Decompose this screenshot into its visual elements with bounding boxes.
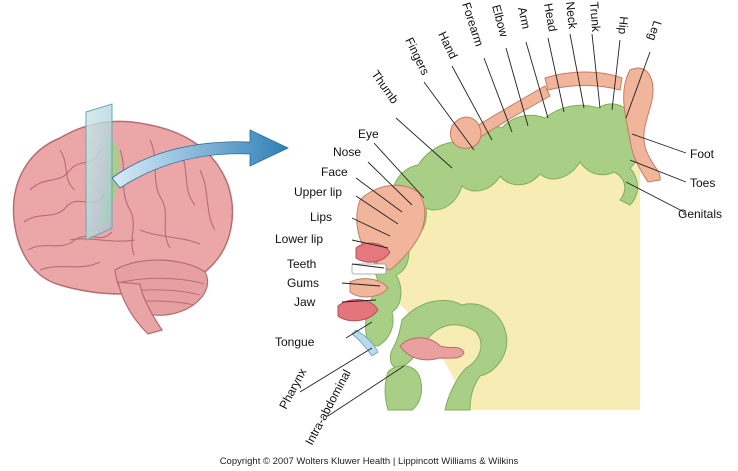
label-neck: Neck (563, 1, 580, 31)
label-foot: Foot (690, 147, 715, 161)
label-intra-abdominal: Intra-abdominal (302, 367, 354, 447)
label-lower-lip: Lower lip (275, 232, 323, 246)
label-genitals: Genitals (678, 207, 722, 221)
label-trunk: Trunk (587, 1, 603, 33)
label-thumb: Thumb (369, 68, 402, 107)
label-arm: Arm (515, 6, 533, 30)
label-hand: Hand (435, 29, 460, 61)
label-gums: Gums (287, 276, 319, 290)
label-hip: Hip (615, 16, 631, 35)
label-tongue: Tongue (275, 335, 315, 349)
top-labels: Thumb Fingers Hand Forearm Elbow Arm Hea… (369, 1, 665, 107)
right-labels: Foot Toes Genitals (678, 147, 722, 221)
label-face: Face (321, 165, 348, 179)
leader-lines (299, 33, 687, 417)
homunculus-figure (337, 67, 661, 361)
label-pharynx: Pharynx (276, 366, 309, 411)
label-eye: Eye (358, 127, 379, 141)
label-forearm: Forearm (459, 1, 486, 48)
label-head: Head (541, 2, 560, 33)
label-lips: Lips (310, 210, 332, 224)
label-toes: Toes (690, 176, 715, 190)
copyright-notice: Copyright © 2007 Wolters Kluwer Health |… (219, 456, 519, 467)
pointer-arrow (111, 129, 289, 189)
label-teeth: Teeth (287, 257, 316, 271)
label-nose: Nose (333, 145, 361, 159)
brain-illustration (12, 103, 234, 335)
label-leg: Leg (645, 19, 665, 42)
cortex-cross-section (365, 103, 642, 411)
label-jaw: Jaw (294, 295, 316, 309)
left-labels: Eye Nose Face Upper lip Lips Lower lip T… (275, 127, 379, 349)
label-fingers: Fingers (402, 35, 432, 77)
label-upper-lip: Upper lip (294, 185, 342, 199)
label-elbow: Elbow (489, 3, 511, 39)
